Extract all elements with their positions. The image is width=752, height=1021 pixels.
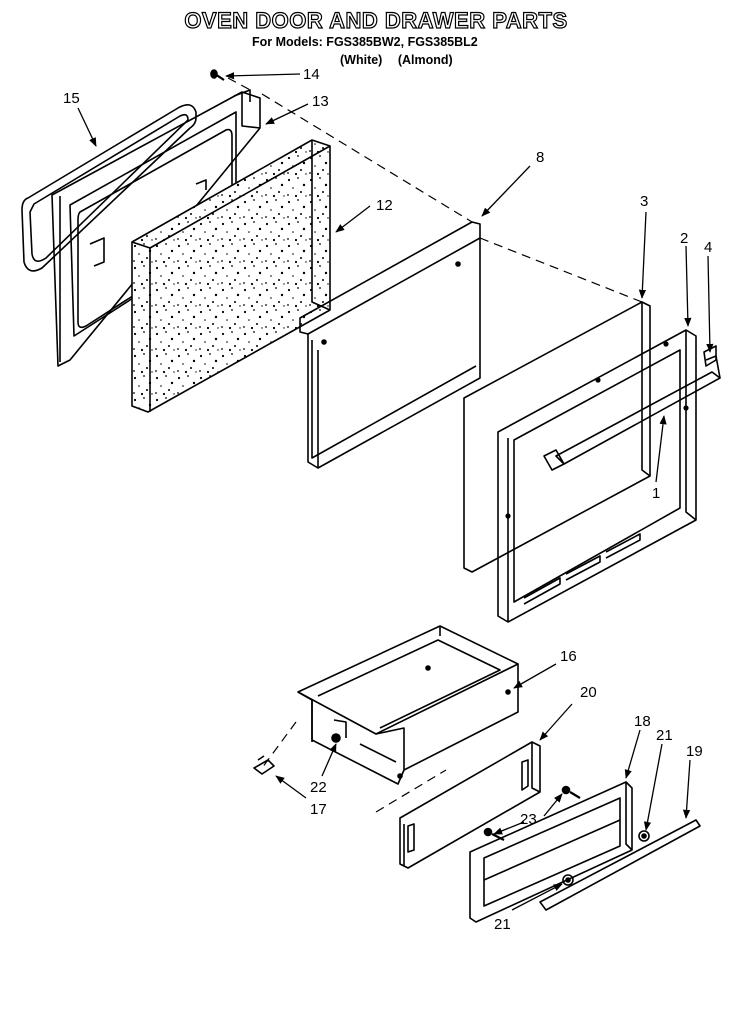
fastener-parts-21 (562, 830, 650, 886)
callout-13: 13 (312, 93, 329, 110)
door-gasket-part-15 (21, 104, 197, 272)
callout-8: 8 (536, 149, 544, 166)
color-almond: (Almond) (397, 53, 453, 67)
callout-14: 14 (303, 66, 320, 83)
callout-18: 18 (634, 713, 651, 730)
clip-part-17 (253, 755, 275, 775)
callout-3: 3 (640, 193, 648, 210)
callout-16: 16 (560, 648, 577, 665)
callout-20: 20 (580, 684, 597, 701)
callout-4: 4 (704, 239, 712, 256)
drawer-front-part-18 (469, 781, 633, 923)
leader-lines (77, 72, 714, 911)
callout-15: 15 (63, 90, 80, 107)
callout-21-lower: 21 (494, 916, 511, 933)
callout-17: 17 (310, 801, 327, 818)
drawer-panel-part-20 (399, 741, 541, 869)
insulation-part-12 (131, 139, 331, 413)
assembly-guide-lines (227, 77, 643, 813)
callout-12: 12 (376, 197, 393, 214)
door-handle-part-1 (543, 355, 721, 471)
color-white: (White) (340, 53, 383, 67)
fastener-parts-23 (483, 785, 581, 841)
model-numbers: For Models: FGS385BW2, FGS385BL2 (252, 35, 478, 49)
callout-21-upper: 21 (656, 727, 673, 744)
callout-19: 19 (686, 743, 703, 760)
outer-glass-part-3 (463, 301, 651, 573)
callout-23: 23 (520, 811, 537, 828)
color-labels: (White) (Almond) (340, 53, 463, 67)
callout-labels: 15 14 13 12 8 3 2 4 1 16 20 18 21 19 22 … (63, 66, 712, 933)
callout-2: 2 (680, 230, 688, 247)
trim-strip-part-19 (539, 819, 701, 911)
callout-1: 1 (652, 485, 660, 502)
drawer-body-part-16 (297, 625, 519, 785)
fastener-part-22 (331, 733, 341, 743)
screw-part-14 (210, 69, 225, 81)
diagram-title: OVEN DOOR AND DRAWER PARTS (184, 7, 568, 33)
outer-door-frame-part-2 (497, 329, 697, 623)
callout-22: 22 (310, 779, 327, 796)
